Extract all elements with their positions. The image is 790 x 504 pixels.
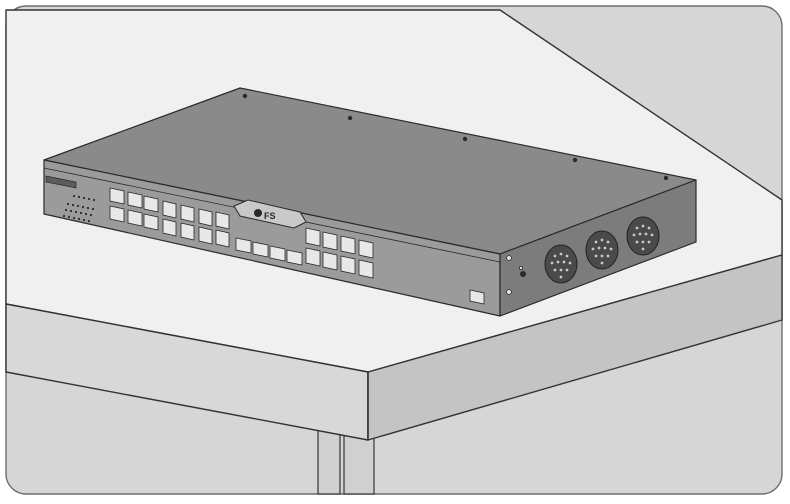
brand-logo-plate: FS <box>233 199 307 229</box>
led-panel <box>62 194 96 223</box>
screw <box>462 136 468 142</box>
ground-screw <box>520 271 526 277</box>
brand-label: FS <box>264 211 276 221</box>
sfp-ports-middle <box>235 237 303 266</box>
screw <box>572 157 578 163</box>
rj45-ports <box>109 187 159 231</box>
screw <box>347 115 353 121</box>
fan-vents <box>544 216 660 284</box>
network-switch: FS <box>43 87 697 317</box>
fan-vent-1 <box>544 244 578 284</box>
switch-side-details <box>506 255 526 295</box>
sfp-ports-left <box>162 200 230 248</box>
console-port <box>469 289 485 305</box>
fan-vent-3 <box>626 216 660 256</box>
screw <box>663 175 669 181</box>
screw <box>242 93 248 99</box>
sfp-ports-right <box>305 227 374 279</box>
fan-vent-2 <box>585 230 619 270</box>
brand-logo-icon <box>254 209 262 217</box>
model-label-strip <box>45 175 77 189</box>
